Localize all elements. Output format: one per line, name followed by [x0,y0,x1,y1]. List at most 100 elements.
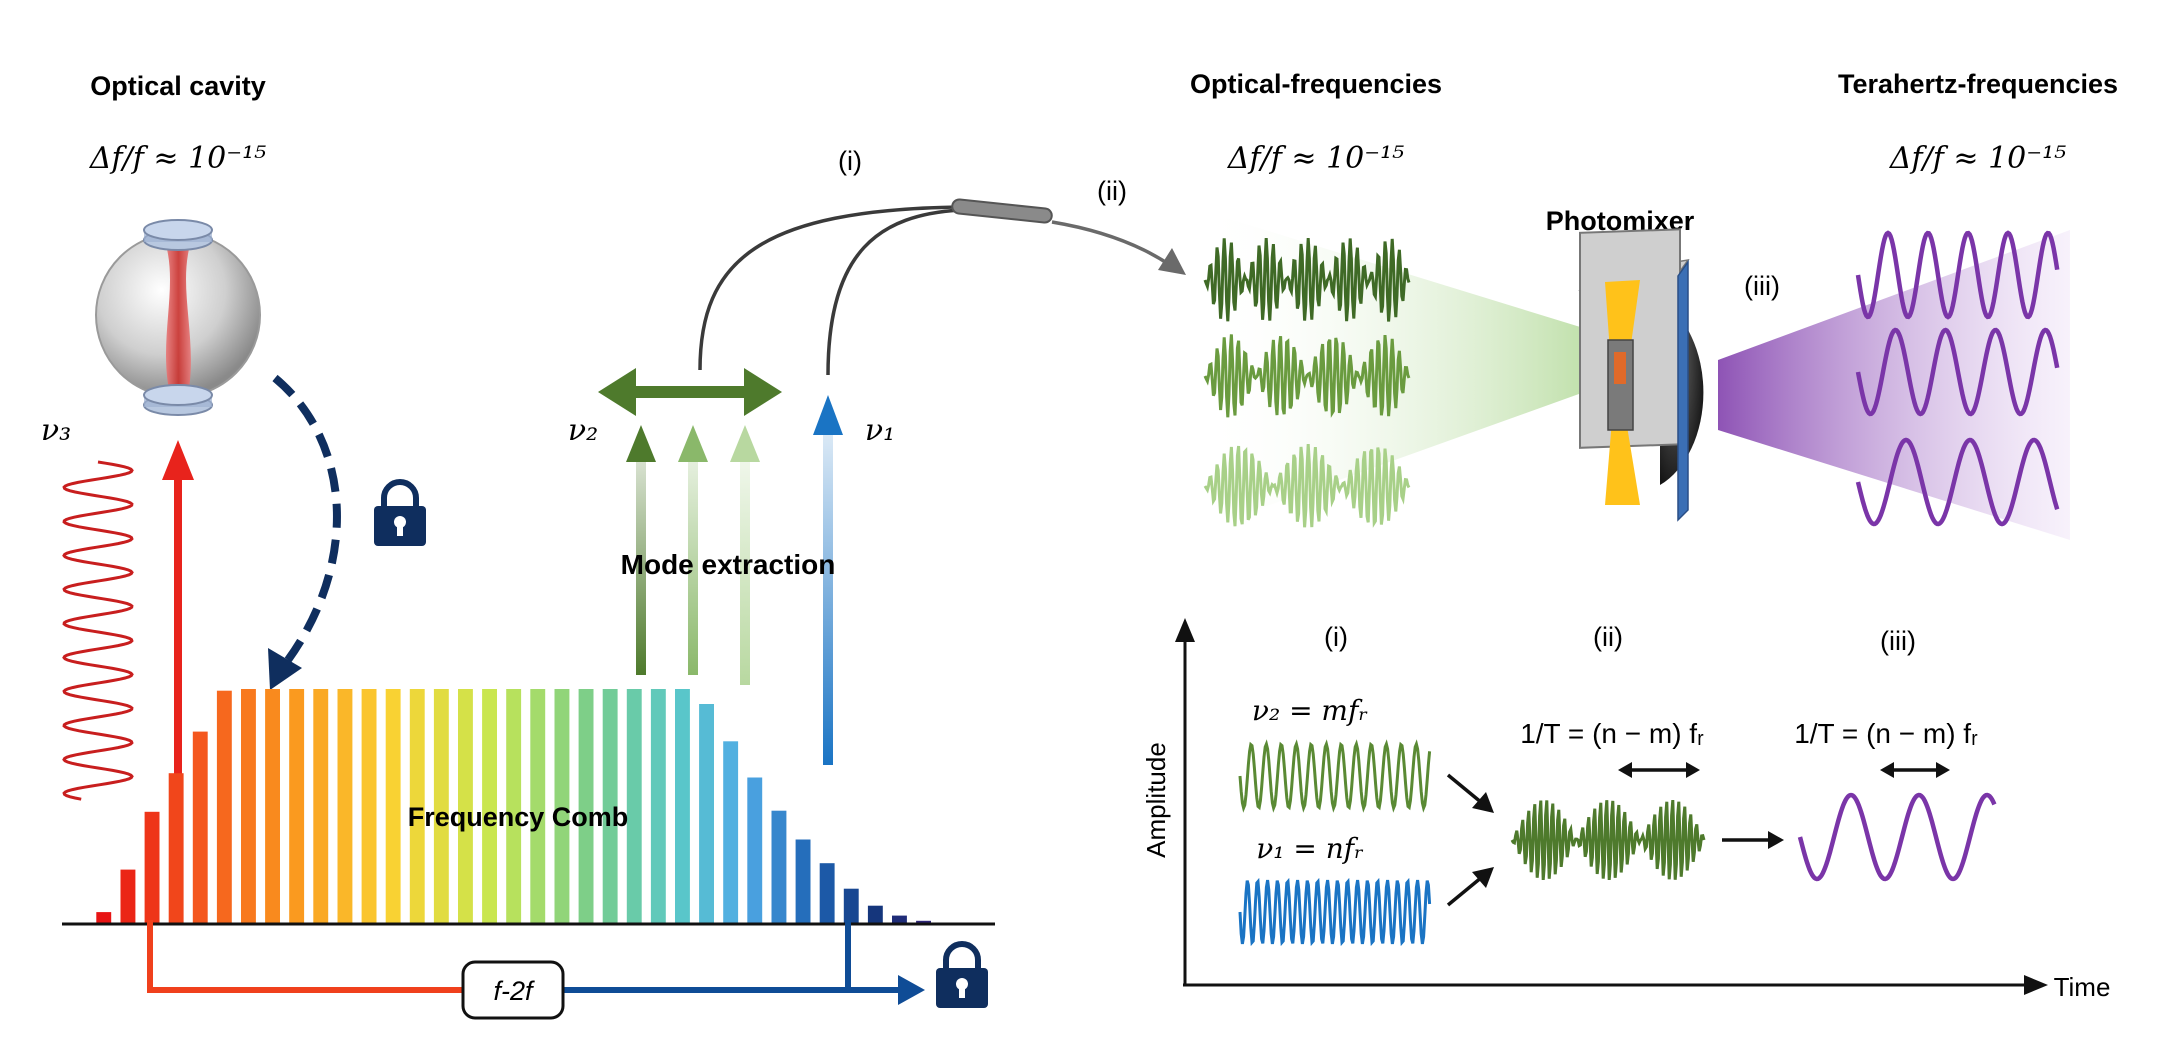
comb-line [96,912,112,924]
comb-line [843,888,859,924]
photomixer-device [1578,228,1704,522]
beat-equation-iii: 1/T = (n − m) fᵣ [1794,718,1978,749]
f2f-box [461,960,565,1020]
comb-line [168,773,184,924]
amplitude-axis-arrowhead [1175,618,1195,642]
mode-arrow-mid [688,455,698,675]
thz-wave-3 [1855,437,2060,527]
optical-cavity-title: Optical cavity [90,71,266,101]
comb-line [433,689,449,924]
lock-icon [374,479,426,546]
comb-line [602,689,618,924]
fiber-label-ii: (ii) [1097,176,1127,206]
plot-wave-nu1 [1238,877,1432,947]
comb-line [458,689,473,924]
cavity-stability: Δf/f ≈ 10⁻¹⁵ [89,141,266,176]
optical-wave-light [1203,444,1411,528]
comb-line [337,689,353,924]
comb-line [144,811,160,924]
optical-cavity-icon [95,219,261,416]
comb-line [385,689,401,924]
comb-line [723,741,739,924]
plot-arrow-to-thz-head [1768,831,1784,849]
fiber-output-arrowhead [1158,248,1186,275]
comb-line [409,689,425,924]
plot-thz-wave [1797,792,1997,882]
mode-arrowhead-mid [678,425,708,462]
optical-wave-dark [1203,238,1411,322]
plot-col-iii: (iii) [1880,626,1916,656]
lock-feedback-arrow [272,374,341,663]
time-axis-arrowhead [2024,975,2048,995]
nu2-equation: ν₂ = mfᵣ [1252,694,1368,727]
thz-wave-1 [1855,230,2060,320]
comb-line [626,689,642,924]
comb-line [313,689,329,924]
comb-line [361,689,377,924]
plot-arrow-lower [1446,875,1484,907]
fiber-output [1051,220,1171,267]
time-label: Time [2054,972,2111,1002]
mode-arrowhead-light [730,425,760,462]
nu1-equation: ν₁ = nfᵣ [1256,832,1364,865]
nu1-arrow [823,430,833,765]
f2f-arrowhead [898,975,925,1005]
f2f-label: f-2f [493,976,535,1006]
photomixer-label-iii: (iii) [1744,271,1780,301]
mode-arrow-light [740,455,750,685]
comb-line [192,731,208,924]
nu2-arrowhead [626,425,656,462]
comb-line [819,863,835,924]
fiber-coupler [951,198,1053,224]
plot-beat-wave [1510,799,1706,881]
plot-arrow-lower-head [1472,867,1494,888]
optical-frequencies-title: Optical-frequencies [1190,69,1442,99]
lock-feedback-arrowhead [268,648,302,690]
amplitude-label: Amplitude [1141,742,1171,858]
comb-line [650,689,666,924]
period-double-arrow-iii [1880,762,1950,778]
comb-line [554,689,570,924]
terahertz-frequencies-title: Terahertz-frequencies [1838,69,2118,99]
comb-line [771,810,787,924]
terahertz-stability: Δf/f ≈ 10⁻¹⁵ [1889,141,2066,176]
comb-line [265,689,280,924]
period-double-arrow-ii [1618,762,1700,778]
thz-wave-2 [1855,327,2060,417]
comb-line [120,869,136,924]
nu1-label: ν₁ [865,413,895,448]
plot-arrow-upper [1446,773,1484,805]
comb-line [482,689,497,924]
beat-equation-ii: 1/T = (n − m) fᵣ [1520,718,1704,749]
nu2-label: ν₂ [568,413,598,448]
comb-line [675,689,690,924]
fiber-nu1 [826,208,961,376]
mode-extraction-label: Mode extraction [621,549,836,580]
comb-line [578,689,594,924]
nu3-arrowhead [162,440,194,480]
nu1-arrowhead [813,395,843,435]
comb-line [795,839,811,924]
optical-stability: Δf/f ≈ 10⁻¹⁵ [1227,141,1404,176]
comb-line [916,920,931,924]
nu3-label: ν₃ [41,413,71,448]
plot-arrow-upper-head [1472,792,1494,813]
plot-col-ii: (ii) [1593,622,1623,652]
comb-line [892,915,907,924]
plot-wave-nu2 [1238,739,1432,813]
nu3-wave [62,460,134,801]
comb-line [530,689,546,924]
tuning-double-arrow [598,368,782,416]
comb-line [506,689,522,924]
comb-line [747,777,763,924]
fiber-nu2 [698,205,961,371]
comb-line [289,689,305,924]
comb-line [699,704,714,924]
lock-icon-bottom [936,941,988,1008]
comb-line [867,905,883,924]
comb-line [241,689,256,924]
nu2-arrow [636,455,646,675]
f2f-line-red [147,920,465,993]
optical-wave-mid [1203,334,1411,418]
